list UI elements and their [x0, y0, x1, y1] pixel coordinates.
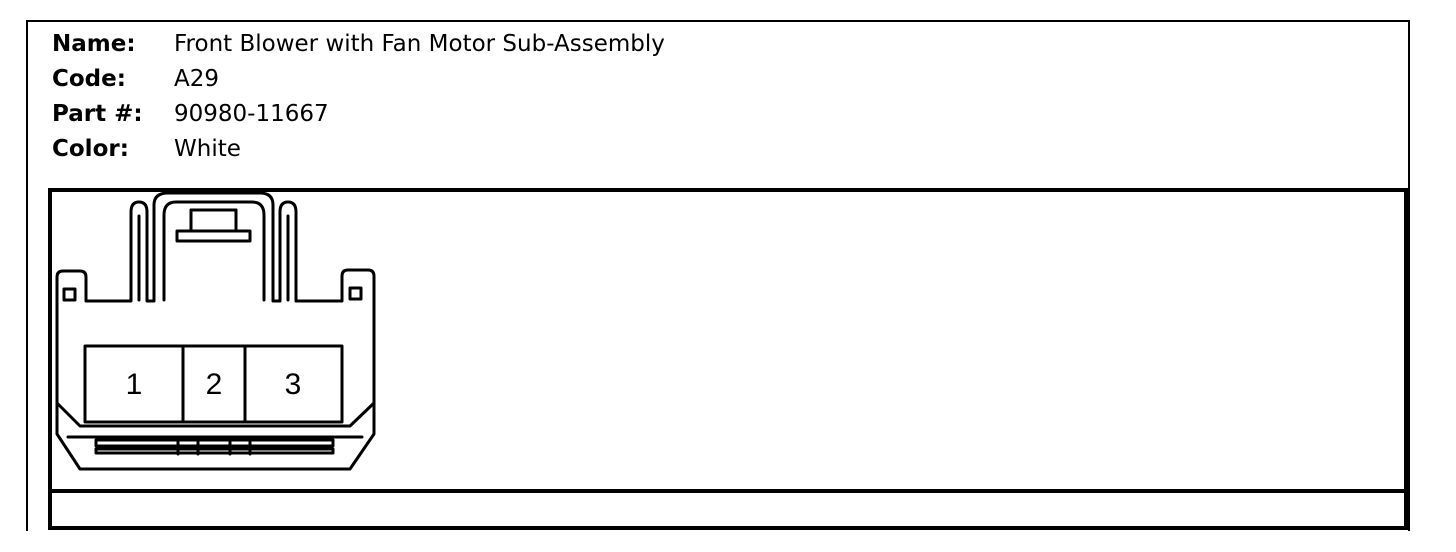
- code-row: Code: A29: [52, 62, 665, 97]
- part-info: Name: Front Blower with Fan Motor Sub-As…: [52, 27, 665, 167]
- code-label: Code:: [52, 66, 126, 92]
- diagram-divider: [48, 489, 1408, 493]
- latch-inner-outline: [162, 200, 266, 302]
- name-value: Front Blower with Fan Motor Sub-Assembly: [174, 31, 665, 57]
- part-number-label: Part #:: [52, 101, 143, 127]
- connector-housing-outline: [55, 191, 376, 471]
- pin-3-label: 3: [285, 368, 302, 401]
- code-value: A29: [174, 66, 220, 92]
- outer-frame: [26, 20, 1410, 531]
- color-value: White: [174, 136, 241, 162]
- name-label: Name:: [52, 31, 136, 57]
- latch-window: [175, 208, 252, 243]
- cavity-block: [83, 344, 344, 424]
- connector-face-drawing: 1 2 3: [55, 191, 376, 471]
- part-number-row: Part #: 90980-11667: [52, 97, 665, 132]
- left-lock-square: [62, 287, 77, 302]
- name-row: Name: Front Blower with Fan Motor Sub-As…: [52, 27, 665, 62]
- right-lock-square: [348, 286, 363, 301]
- connector-diagram-box: [48, 188, 1408, 530]
- part-number-value: 90980-11667: [174, 101, 329, 127]
- pin-2-label: 2: [206, 368, 223, 401]
- color-row: Color: White: [52, 132, 665, 167]
- pin-1-label: 1: [126, 368, 143, 401]
- color-label: Color:: [52, 136, 129, 162]
